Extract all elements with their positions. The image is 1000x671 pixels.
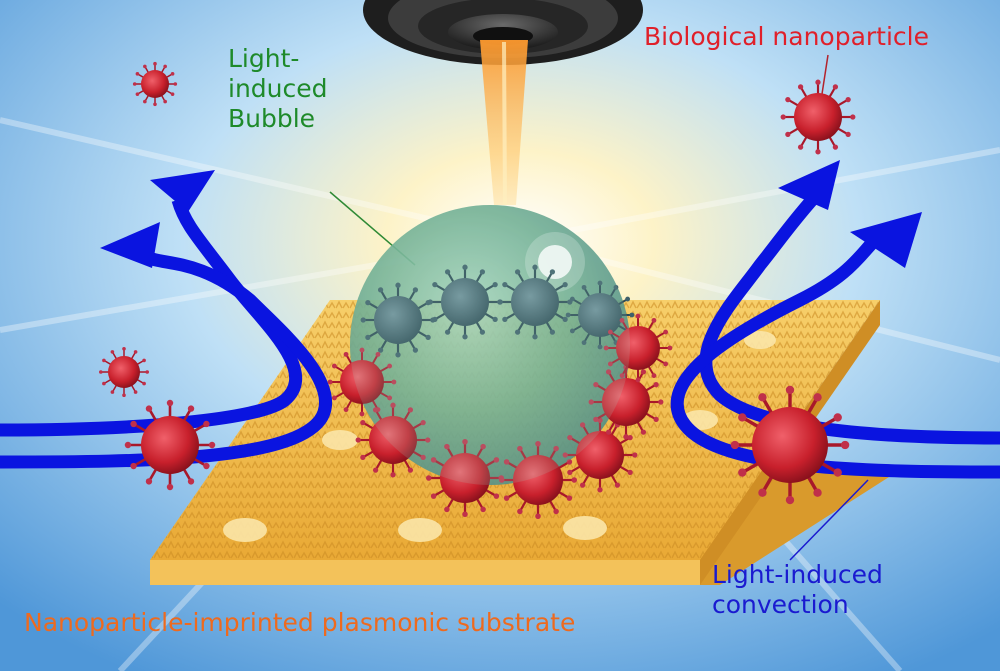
- bubble-label-line2: induced: [228, 74, 328, 103]
- virus-particle-icon: [355, 402, 431, 478]
- virus-particle-icon: [603, 313, 673, 383]
- virus-particle-icon: [327, 347, 397, 417]
- flow-arrow-icon: [850, 212, 922, 268]
- virus-particle-icon: [780, 79, 856, 155]
- flow-arrow-right-inner: [699, 195, 1000, 445]
- convection-label-line2: convection: [712, 590, 849, 619]
- substrate-label-text: Nanoparticle-imprinted plasmonic substra…: [24, 608, 576, 637]
- bubble-overlay: [350, 205, 630, 485]
- virus-particle-icon: [730, 385, 850, 505]
- biological-nanoparticle-label: Biological nanoparticle: [644, 22, 929, 52]
- substrate-label: Nanoparticle-imprinted plasmonic substra…: [24, 608, 575, 638]
- virus-particle-icon: [99, 347, 149, 398]
- convection-label-line1: Light-induced: [712, 560, 883, 589]
- flow-arrowheads: [100, 160, 922, 268]
- particle-pointer-line: [821, 54, 829, 95]
- virus-particle-icon: [124, 399, 216, 491]
- virus-particle-icon: [132, 61, 178, 107]
- flow-arrow-icon: [100, 222, 160, 268]
- bubble-label-line1: Light-: [228, 44, 300, 73]
- virus-particle-icon: [565, 280, 635, 350]
- objective-lens-icon: [363, 0, 643, 65]
- convection-pointer-line: [789, 479, 869, 561]
- biological-nanoparticle-text: Biological nanoparticle: [644, 22, 929, 51]
- flow-arrow-right-outer: [670, 235, 1000, 479]
- convection-label: Light-induced convection: [712, 560, 883, 620]
- virus-particle-icon: [427, 264, 503, 340]
- virus-particle-icon: [588, 364, 664, 440]
- bubble-label: Light- induced Bubble: [228, 44, 328, 134]
- bubble-label-line3: Bubble: [228, 104, 316, 133]
- virus-particle-icon: [426, 439, 504, 517]
- virus-particle-icon: [497, 264, 573, 340]
- bubble-highlight: [538, 245, 572, 279]
- virus-particle-icon: [499, 441, 577, 519]
- virus-particle-icon: [562, 417, 638, 493]
- virus-particles: [99, 61, 856, 519]
- flow-arrow-icon: [150, 170, 215, 212]
- flow-arrow-icon: [778, 160, 840, 210]
